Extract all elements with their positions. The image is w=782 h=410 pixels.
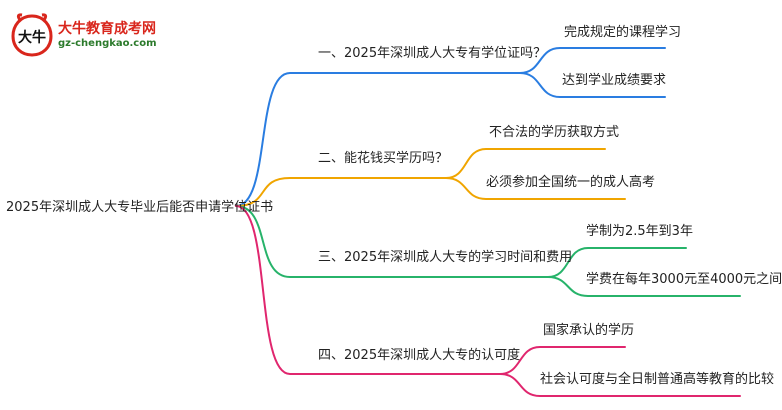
branch-3-connector bbox=[235, 205, 549, 278]
branch-4-label: 四、2025年深圳成人大专的认可度 bbox=[318, 348, 521, 363]
leaf-1-2-connector bbox=[519, 72, 666, 98]
leaf-2-1-connector bbox=[445, 148, 606, 179]
leaf-1-1: 完成规定的课程学习 bbox=[564, 25, 682, 40]
mindmap-connectors bbox=[235, 47, 741, 397]
branch-1-label: 一、2025年深圳成人大专有学位证吗？ bbox=[318, 46, 547, 61]
branch-2-connector bbox=[235, 177, 447, 207]
site-logo: 大牛 大牛教育成考网 gz-chengkao.com bbox=[8, 12, 178, 60]
branch-1-connector bbox=[235, 72, 521, 207]
leaf-2-1: 不合法的学历获取方式 bbox=[489, 125, 620, 140]
branch-4-connector bbox=[235, 205, 501, 375]
leaf-4-2-connector bbox=[499, 373, 741, 397]
leaf-1-2: 达到学业成绩要求 bbox=[562, 73, 667, 88]
leaf-4-1-connector bbox=[499, 346, 626, 375]
logo-url: gz-chengkao.com bbox=[58, 38, 157, 49]
logo-title: 大牛教育成考网 bbox=[58, 21, 156, 37]
root-node: 2025年深圳成人大专毕业后能否申请学位证书 bbox=[6, 200, 274, 215]
leaf-1-1-connector bbox=[519, 47, 666, 74]
branch-3-label: 三、2025年深圳成人大专的学习时间和费用 bbox=[318, 250, 573, 265]
leaf-3-2: 学费在每年3000元至4000元之间 bbox=[586, 272, 782, 287]
leaf-3-1-connector bbox=[547, 247, 687, 278]
leaf-3-1: 学制为2.5年到3年 bbox=[586, 224, 693, 239]
leaf-4-2: 社会认可度与全日制普通高等教育的比较 bbox=[540, 372, 775, 387]
leaf-2-2: 必须参加全国统一的成人高考 bbox=[486, 175, 656, 190]
leaf-3-2-connector bbox=[547, 276, 741, 297]
bull-logo-icon: 大牛 bbox=[11, 13, 53, 57]
leaf-2-2-connector bbox=[445, 177, 626, 200]
leaf-4-1: 国家承认的学历 bbox=[543, 323, 635, 338]
branch-2-label: 二、能花钱买学历吗？ bbox=[318, 151, 449, 166]
logo-mark-text: 大牛 bbox=[18, 29, 46, 46]
